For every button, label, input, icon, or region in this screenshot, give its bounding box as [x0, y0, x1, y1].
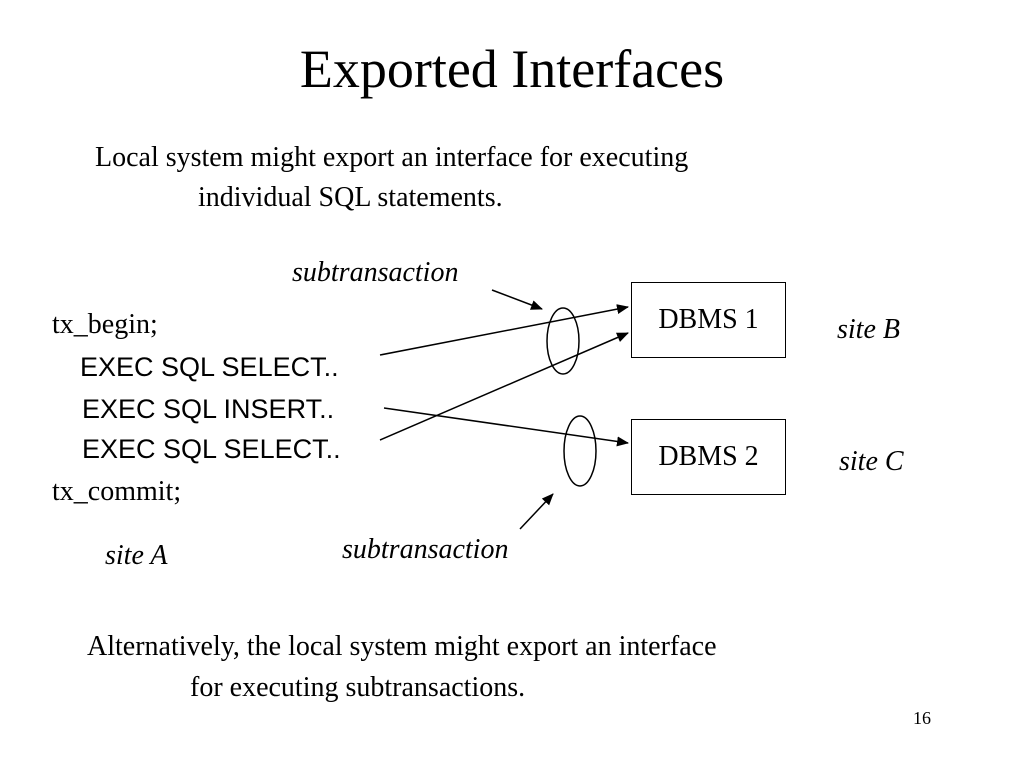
- subtransaction-label-top: subtransaction: [292, 257, 459, 288]
- code-tx-begin: tx_begin;: [52, 309, 158, 340]
- code-select-2: EXEC SQL SELECT..: [82, 434, 341, 464]
- insert-arrow: [383, 407, 629, 447]
- code-select-1: EXEC SQL SELECT..: [80, 352, 339, 382]
- dbms1-box: DBMS 1: [631, 282, 786, 358]
- outro-line-2: for executing subtransactions.: [190, 672, 526, 703]
- select1-arrow: [379, 304, 629, 356]
- subtransaction-bottom-pointer: [519, 493, 554, 530]
- site-a-label: site A: [105, 540, 168, 571]
- subtransaction-label-bottom: subtransaction: [342, 534, 509, 565]
- dbms1-label: DBMS 1: [658, 304, 759, 335]
- intro-line-1: Local system might export an interface f…: [95, 142, 689, 173]
- subtransaction-top-pointer: [491, 289, 543, 310]
- dbms2-box: DBMS 2: [631, 419, 786, 495]
- site-b-label: site B: [837, 314, 900, 345]
- intro-line-2: individual SQL statements.: [198, 182, 503, 213]
- code-tx-commit: tx_commit;: [52, 476, 182, 507]
- outro-line-1: Alternatively, the local system might ex…: [87, 631, 717, 662]
- code-insert: EXEC SQL INSERT..: [82, 394, 335, 424]
- subtransaction-ellipse-bottom: [563, 415, 597, 487]
- page-number: 16: [913, 708, 931, 728]
- dbms2-label: DBMS 2: [658, 441, 759, 472]
- site-c-label: site C: [839, 446, 904, 477]
- select2-arrow: [379, 332, 629, 441]
- slide-title: Exported Interfaces: [299, 39, 725, 99]
